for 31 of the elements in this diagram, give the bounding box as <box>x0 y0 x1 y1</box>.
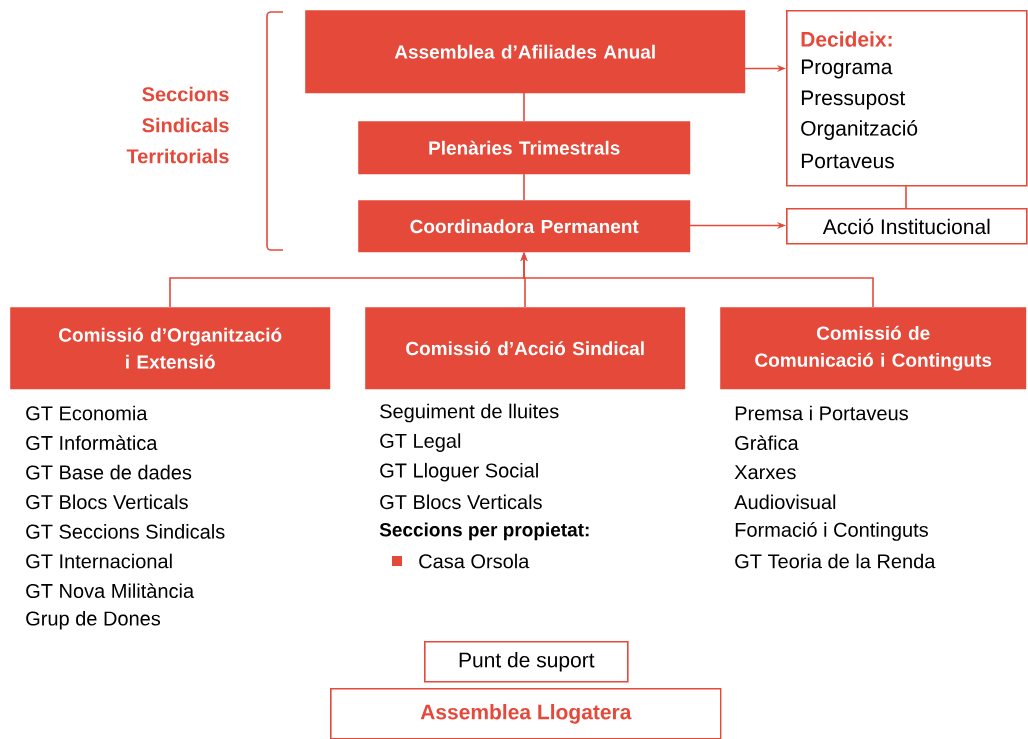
list-item: GT Nova Militància <box>26 583 195 599</box>
outlined-box: Assemblea Llogatera <box>330 688 722 739</box>
list-item: GT Legal <box>380 433 461 452</box>
list-item: GT Blocs Verticals <box>26 494 188 510</box>
org-box: Comissió de Comunicació i Continguts <box>720 307 1027 390</box>
list-item: GT Blocs Verticals <box>380 494 542 510</box>
list-item: GT Informàtica <box>26 435 158 451</box>
list-item: Premsa i Portaveus <box>735 405 908 421</box>
list-item: GT Economia <box>26 405 148 421</box>
outlined-box: Punt de suport <box>424 641 629 683</box>
list-item: Formació i Continguts <box>735 521 928 541</box>
org-box: Assemblea d’Afiliades Anual <box>305 10 746 94</box>
section-label: Seccions Sindicals Territorials <box>126 86 229 164</box>
org-box: Plenàries Trimestrals <box>358 121 691 175</box>
list-item: GT Seccions Sindicals <box>26 524 225 539</box>
list-item: Seguiment de lluites <box>380 403 559 423</box>
bullet-item: Casa Orsola <box>392 553 530 569</box>
list-item: GT Internacional <box>26 553 172 569</box>
list-item: Audiovisual <box>734 494 836 510</box>
list-item: Gràfica <box>735 435 799 451</box>
list-item: Grup de Dones <box>26 610 161 630</box>
list-item: GT Lloguer Social <box>380 462 538 482</box>
org-box: Comissió d’Acció Sindical <box>365 307 686 390</box>
list-item: GT Base de dades <box>26 464 192 480</box>
org-box: Comissió d’Organització i Extensió <box>10 307 331 390</box>
decision-box: Decideix: Programa Pressupost Organització Portaveus <box>786 10 1028 187</box>
outlined-box: Acció Institucional <box>786 208 1028 245</box>
list-item: Xarxes <box>734 465 796 480</box>
list-item: GT Teoria de la Renda <box>735 553 936 569</box>
org-box: Coordinadora Permanent <box>358 200 691 253</box>
list-heading: Seccions per propietat: <box>379 522 589 541</box>
